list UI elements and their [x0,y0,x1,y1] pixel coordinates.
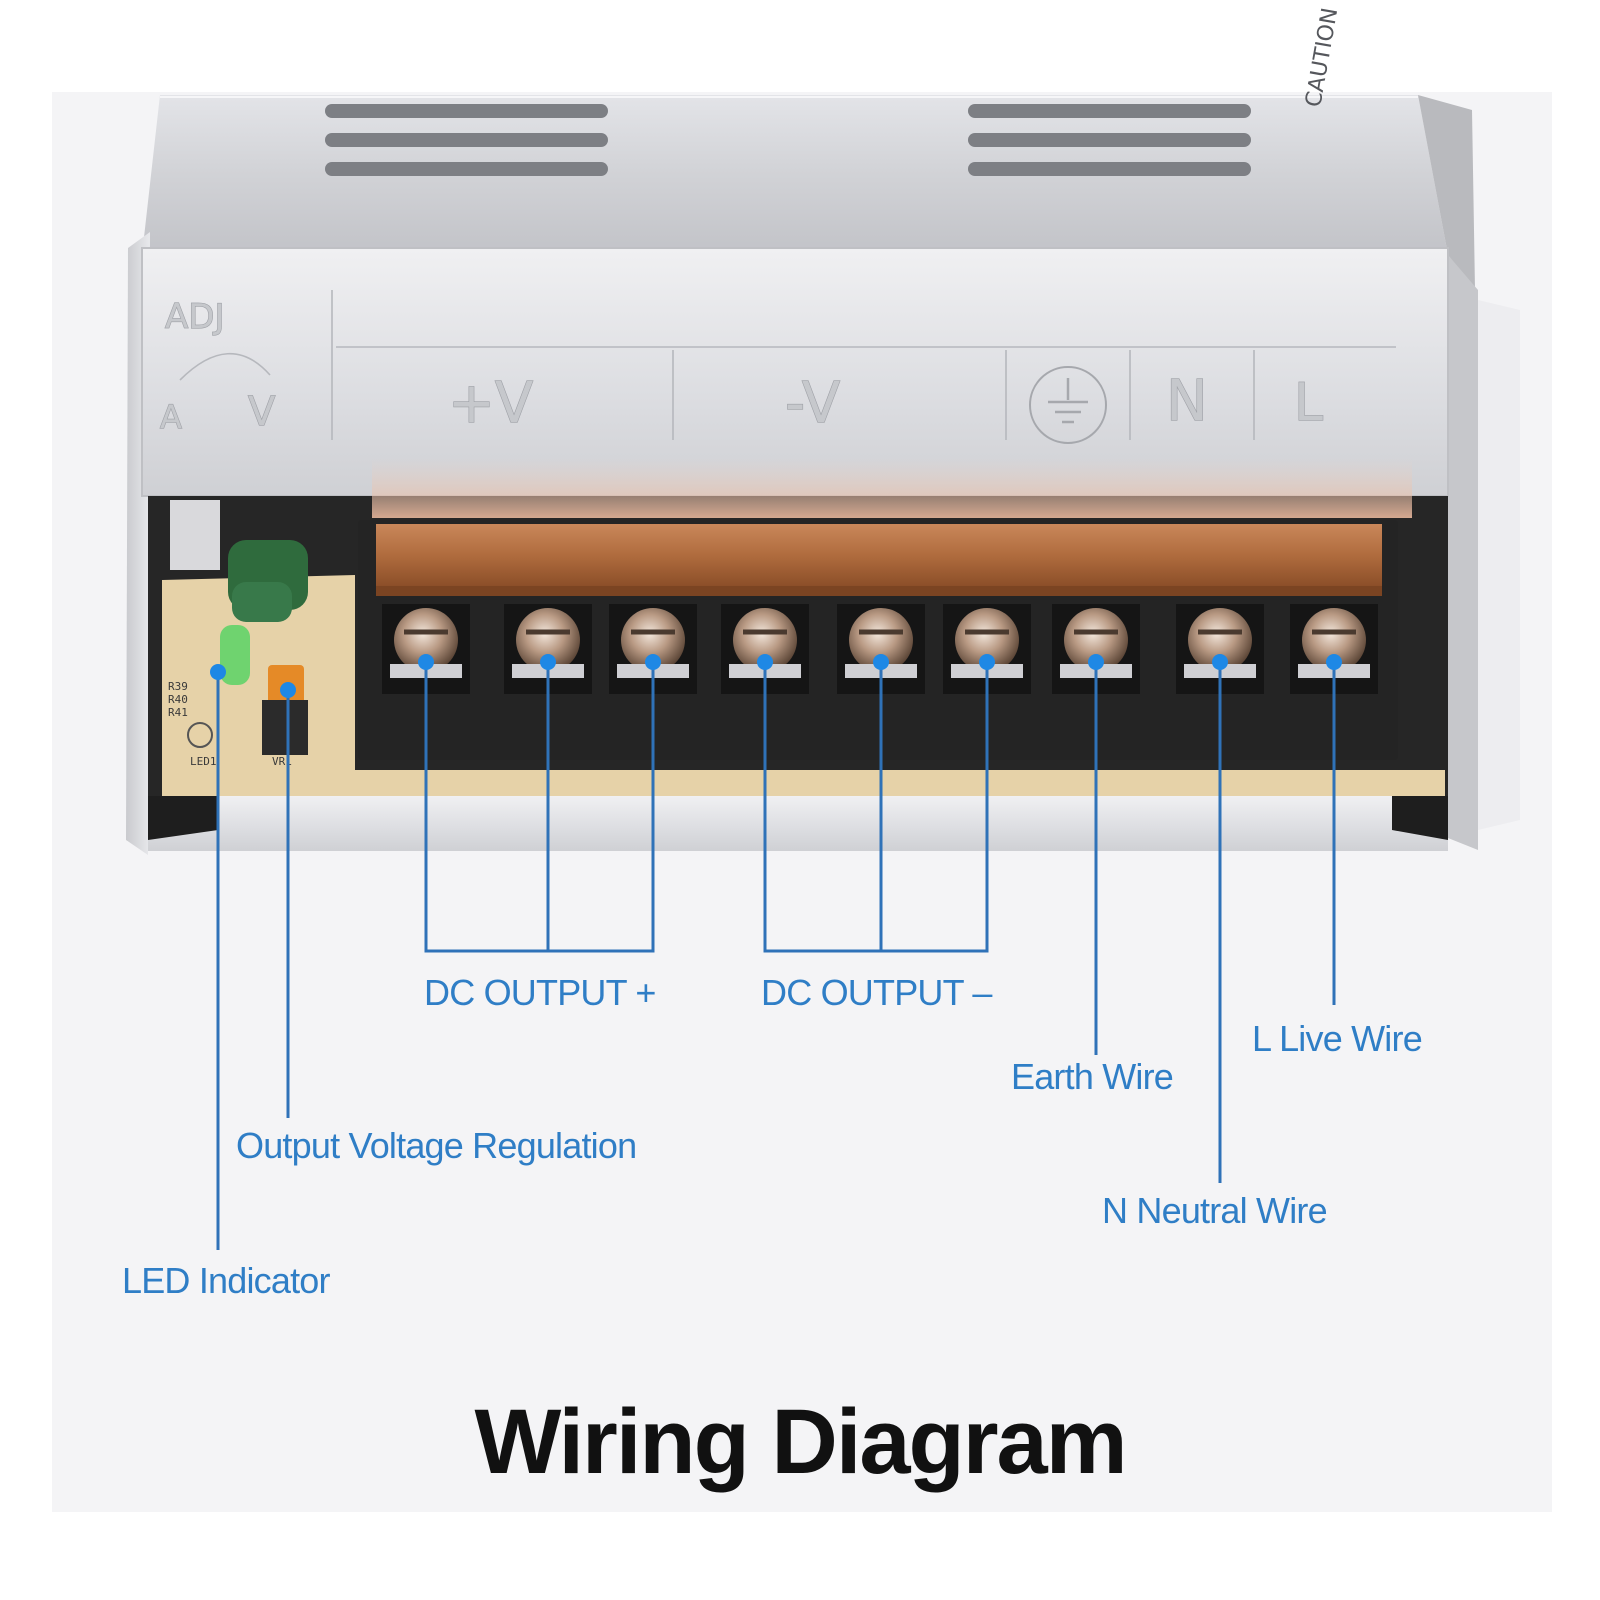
side-walls [126,232,1520,855]
leader-dc-minus [763,662,989,953]
dot-terminal-5 [873,654,889,670]
dot-terminal-4 [757,654,773,670]
pcb-label-led1: LED1 [190,755,217,768]
terminal-markings: ADJ A V +V -V N L [159,290,1396,444]
l-mark: L [1294,373,1323,433]
a-mark: A [160,398,182,436]
housing-bottom-lip [148,796,1448,851]
label-dc-output-minus: DC OUTPUT – [761,972,992,1013]
n-mark: N [1166,369,1208,434]
label-led-indicator: LED Indicator [122,1260,331,1301]
vent-slots [325,104,1251,176]
caution-mark: CAUTION [1301,6,1343,109]
v-mark: V [248,389,276,435]
dot-terminal-7 [1088,654,1104,670]
label-earth-wire: Earth Wire [1011,1056,1174,1097]
pcb-label-r40: R40 [168,693,188,706]
leader-lines [216,662,1336,1250]
dot-led [210,664,226,680]
dot-terminal-3 [645,654,661,670]
adj-mark: ADJ [165,297,224,337]
leader-dc-plus [424,662,655,953]
dot-terminal-1 [418,654,434,670]
terminal-screw-7 [1052,604,1140,694]
dot-terminal-8 [1212,654,1228,670]
pcb-label-r39: R39 [168,680,188,693]
front-panel [141,247,1449,497]
earth-symbol-icon [1029,366,1107,444]
connection-dots [210,654,1342,698]
pcb-label-r41: R41 [168,706,188,719]
plus-v-mark: +V [448,371,533,436]
terminal-screw-2 [504,604,592,694]
diagram-title: Wiring Diagram [474,1391,1127,1493]
terminal-block [358,520,1398,760]
label-neutral-wire: N Neutral Wire [1102,1190,1328,1231]
label-output-voltage-regulation: Output Voltage Regulation [236,1125,637,1166]
dot-terminal-6 [979,654,995,670]
dot-terminal-9 [1326,654,1342,670]
minus-v-mark: -V [785,371,840,436]
label-live-wire: L Live Wire [1252,1018,1423,1059]
dot-vr [280,682,296,698]
terminal-screw-9 [1290,604,1378,694]
terminal-screw-6 [943,604,1031,694]
terminal-screw-5 [837,604,925,694]
dot-terminal-2 [540,654,556,670]
label-dc-output-plus: DC OUTPUT + [424,972,656,1013]
